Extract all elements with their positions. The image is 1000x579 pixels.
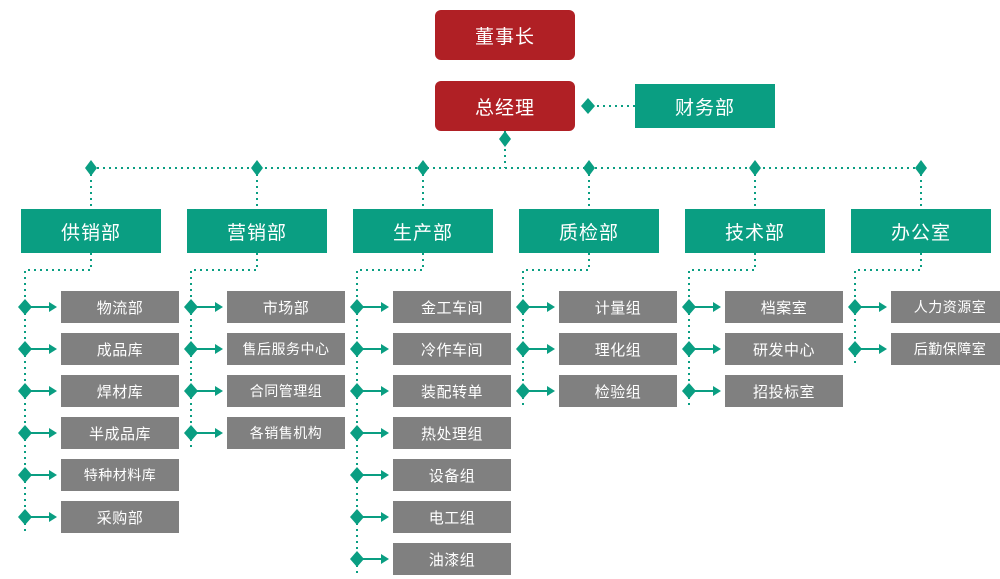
marker-unit-branch-5-0 (848, 299, 862, 315)
node-department-4[interactable]: 技术部 (685, 209, 825, 253)
marker-gm-stem (499, 131, 511, 147)
marker-dept-branch-5 (915, 160, 927, 176)
marker-dept-branch-4 (749, 160, 761, 176)
node-unit-3-0[interactable]: 计量组 (559, 291, 677, 323)
arrowhead-unit-3-0 (547, 302, 555, 312)
arrowhead-unit-0-2 (49, 386, 57, 396)
marker-unit-branch-4-2 (682, 383, 696, 399)
node-department-0[interactable]: 供销部 (21, 209, 161, 253)
marker-unit-branch-0-5 (18, 509, 32, 525)
node-unit-1-3[interactable]: 各销售机构 (227, 417, 345, 449)
arrowhead-unit-0-0 (49, 302, 57, 312)
marker-dept-branch-3 (583, 160, 595, 176)
arrowhead-unit-5-0 (879, 302, 887, 312)
node-unit-3-1[interactable]: 理化组 (559, 333, 677, 365)
arrowhead-unit-2-0 (381, 302, 389, 312)
node-unit-0-0[interactable]: 物流部 (61, 291, 179, 323)
node-unit-4-0[interactable]: 档案室 (725, 291, 843, 323)
node-unit-0-5[interactable]: 采购部 (61, 501, 179, 533)
arrowhead-unit-1-1 (215, 344, 223, 354)
marker-unit-branch-2-5 (350, 509, 364, 525)
arrowhead-unit-0-1 (49, 344, 57, 354)
marker-unit-branch-2-4 (350, 467, 364, 483)
marker-unit-branch-0-0 (18, 299, 32, 315)
node-department-3[interactable]: 质检部 (519, 209, 659, 253)
arrowhead-unit-2-5 (381, 512, 389, 522)
marker-unit-branch-1-1 (184, 341, 198, 357)
arrowhead-unit-2-1 (381, 344, 389, 354)
node-unit-1-0[interactable]: 市场部 (227, 291, 345, 323)
node-unit-0-4[interactable]: 特种材料库 (61, 459, 179, 491)
marker-unit-branch-1-2 (184, 383, 198, 399)
node-unit-5-1[interactable]: 后勤保障室 (891, 333, 1000, 365)
node-unit-0-2[interactable]: 焊材库 (61, 375, 179, 407)
arrowhead-unit-3-1 (547, 344, 555, 354)
marker-unit-branch-2-2 (350, 383, 364, 399)
marker-dept-branch-1 (251, 160, 263, 176)
node-unit-4-1[interactable]: 研发中心 (725, 333, 843, 365)
marker-dept-branch-0 (85, 160, 97, 176)
marker-finance-branch (581, 98, 595, 114)
arrowhead-unit-3-2 (547, 386, 555, 396)
node-unit-4-2[interactable]: 招投标室 (725, 375, 843, 407)
marker-unit-branch-0-3 (18, 425, 32, 441)
marker-unit-branch-2-3 (350, 425, 364, 441)
arrowhead-unit-2-4 (381, 470, 389, 480)
arrowhead-unit-2-3 (381, 428, 389, 438)
arrowhead-unit-5-1 (879, 344, 887, 354)
arrowhead-unit-0-3 (49, 428, 57, 438)
node-department-2[interactable]: 生产部 (353, 209, 493, 253)
node-chairman[interactable]: 董事长 (435, 10, 575, 60)
arrowhead-unit-2-6 (381, 554, 389, 564)
marker-unit-branch-2-0 (350, 299, 364, 315)
marker-unit-branch-3-2 (516, 383, 530, 399)
arrowhead-unit-0-4 (49, 470, 57, 480)
marker-unit-branch-0-1 (18, 341, 32, 357)
node-finance-department[interactable]: 财务部 (635, 84, 775, 128)
marker-unit-branch-3-0 (516, 299, 530, 315)
node-unit-2-6[interactable]: 油漆组 (393, 543, 511, 575)
arrowhead-unit-4-1 (713, 344, 721, 354)
marker-unit-branch-2-1 (350, 341, 364, 357)
node-unit-5-0[interactable]: 人力资源室 (891, 291, 1000, 323)
arrowhead-unit-2-2 (381, 386, 389, 396)
arrowhead-unit-0-5 (49, 512, 57, 522)
marker-unit-branch-3-1 (516, 341, 530, 357)
marker-unit-branch-1-0 (184, 299, 198, 315)
marker-unit-branch-5-1 (848, 341, 862, 357)
node-unit-0-3[interactable]: 半成品库 (61, 417, 179, 449)
node-unit-3-2[interactable]: 检验组 (559, 375, 677, 407)
marker-unit-branch-4-0 (682, 299, 696, 315)
marker-dept-branch-2 (417, 160, 429, 176)
arrowhead-unit-4-2 (713, 386, 721, 396)
node-unit-1-1[interactable]: 售后服务中心 (227, 333, 345, 365)
arrowhead-unit-1-0 (215, 302, 223, 312)
node-unit-0-1[interactable]: 成品库 (61, 333, 179, 365)
arrowhead-unit-4-0 (713, 302, 721, 312)
marker-unit-branch-1-3 (184, 425, 198, 441)
node-unit-2-3[interactable]: 热处理组 (393, 417, 511, 449)
marker-unit-branch-4-1 (682, 341, 696, 357)
node-unit-2-1[interactable]: 冷作车间 (393, 333, 511, 365)
node-unit-1-2[interactable]: 合同管理组 (227, 375, 345, 407)
arrowhead-unit-1-3 (215, 428, 223, 438)
node-department-5[interactable]: 办公室 (851, 209, 991, 253)
marker-unit-branch-0-2 (18, 383, 32, 399)
node-unit-2-4[interactable]: 设备组 (393, 459, 511, 491)
arrowhead-unit-1-2 (215, 386, 223, 396)
node-department-1[interactable]: 营销部 (187, 209, 327, 253)
node-unit-2-0[interactable]: 金工车间 (393, 291, 511, 323)
marker-unit-branch-2-6 (350, 551, 364, 567)
node-general-manager[interactable]: 总经理 (435, 81, 575, 131)
node-unit-2-5[interactable]: 电工组 (393, 501, 511, 533)
marker-unit-branch-0-4 (18, 467, 32, 483)
node-unit-2-2[interactable]: 装配转单 (393, 375, 511, 407)
